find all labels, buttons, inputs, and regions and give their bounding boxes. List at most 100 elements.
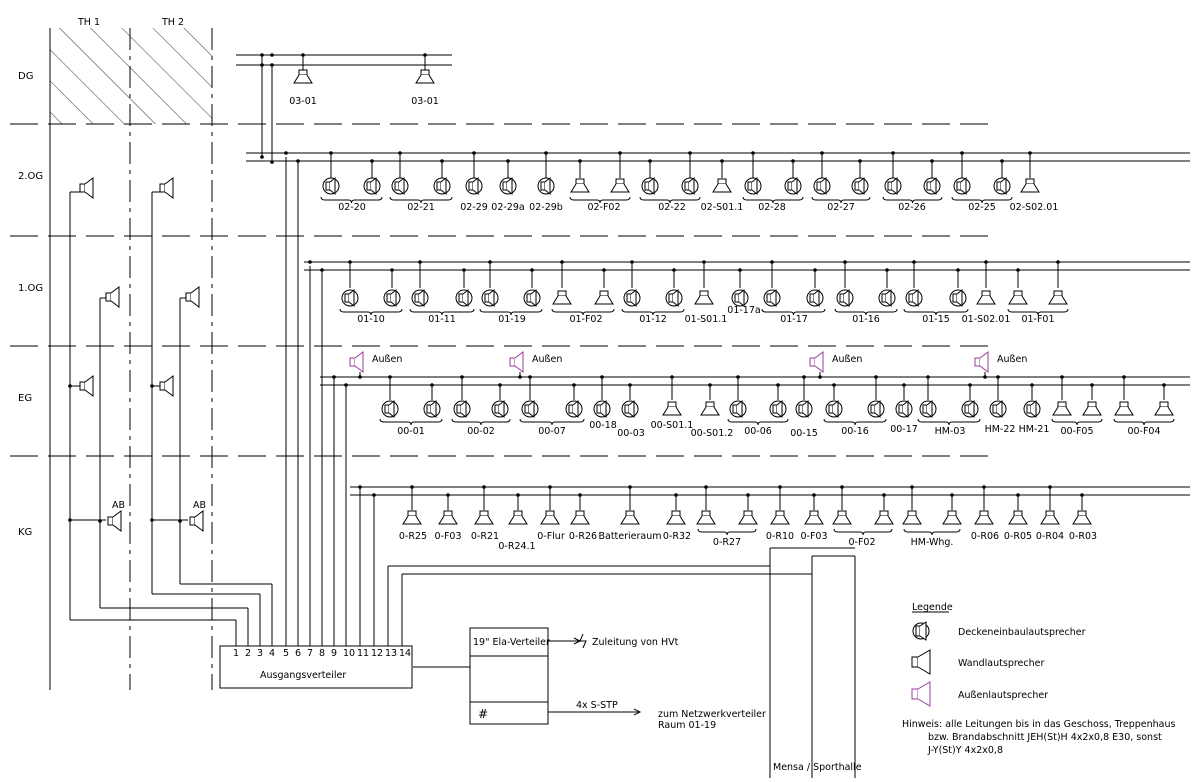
terminal-number: 14 (399, 648, 411, 659)
wall-speaker-icon (738, 510, 758, 525)
wall-speaker-icon (1082, 401, 1102, 416)
room-label: 01-10 (357, 314, 385, 325)
floor-label-og1: 1.OG (18, 283, 43, 294)
wall-speaker-icon (1008, 510, 1028, 525)
ceiling-speaker-icon (905, 288, 923, 308)
terminal-number: 3 (257, 648, 263, 659)
note-line2: bzw. Brandabschnitt JEH(St)H 4x2x0,8 E30… (928, 732, 1162, 743)
ceiling-speaker-icon (593, 399, 611, 419)
wall-speaker-icon (874, 510, 894, 525)
wall-speaker-icon (976, 290, 996, 305)
ceiling-speaker-icon (784, 176, 802, 196)
ceiling-speaker-icon (884, 176, 902, 196)
outdoor-label: Außen (532, 354, 562, 365)
outdoor-label: Außen (832, 354, 862, 365)
room-label: 00-16 (841, 426, 869, 437)
floor-label-og2: 2.OG (18, 171, 43, 182)
ceiling-speaker-icon (411, 288, 429, 308)
wall-speaker-icon (185, 286, 200, 308)
wall-speaker-icon (696, 510, 716, 525)
room-label: 01-17a (727, 305, 760, 316)
wall-speaker-icon (662, 401, 682, 416)
room-label: 0-R27 (713, 537, 741, 548)
wall-speaker-icon (79, 177, 94, 199)
terminal-number: 9 (331, 648, 337, 659)
ceiling-speaker-icon (641, 176, 659, 196)
room-label: 01-19 (498, 314, 526, 325)
room-label: HM-22 (985, 424, 1016, 435)
ceiling-speaker-icon (383, 288, 401, 308)
stairwell-label-th1: TH 1 (77, 17, 100, 28)
room-label: 02-21 (407, 202, 435, 213)
ceiling-speaker-icon (867, 399, 885, 419)
wall-speaker-icon (700, 401, 720, 416)
ceiling-speaker-icon (537, 176, 555, 196)
ela-distributor-label: 19" Ela-Verteiler (473, 637, 550, 648)
wall-speaker-icon (1072, 510, 1092, 525)
wall-speaker-icon (1114, 401, 1134, 416)
wall-speaker-icon (770, 510, 790, 525)
room-label: 00-15 (790, 428, 818, 439)
ceiling-speaker-icon (825, 399, 843, 419)
wall-speaker-icon (620, 510, 640, 525)
wall-speaker-icon (1040, 510, 1060, 525)
note-line1: Hinweis: alle Leitungen bis in das Gesch… (902, 719, 1176, 730)
room-label: 02-26 (898, 202, 926, 213)
room-label: 03-01 (411, 96, 439, 107)
room-label: 0-R24.1 (498, 541, 535, 552)
wall-speaker-icon (159, 177, 174, 199)
ceiling-speaker-icon (949, 288, 967, 308)
wall-speaker-icon (107, 510, 122, 532)
room-label: 0-F02 (848, 537, 875, 548)
ceiling-speaker-icon (851, 176, 869, 196)
wall-speaker-icon (570, 510, 590, 525)
wall-speaker-icon (552, 290, 572, 305)
ela-distributor-box (469, 627, 549, 725)
terminal-number: 5 (283, 648, 289, 659)
ceiling-speaker-icon (665, 288, 683, 308)
ceiling-speaker-icon (806, 288, 824, 308)
room-label: 02-S01.1 (701, 202, 744, 213)
stairwell-wiring (68, 191, 273, 646)
wall-speaker-icon (79, 375, 94, 397)
terminal-number: 8 (319, 648, 325, 659)
ceiling-speaker-icon (923, 176, 941, 196)
floor-separators (10, 123, 990, 457)
terminal-number: 10 (343, 648, 355, 659)
ceiling-speaker-icon (391, 176, 409, 196)
wall-speaker-icon (902, 510, 922, 525)
network-target-line1: zum Netzwerkverteiler (658, 709, 766, 720)
legend-ceiling-speaker-icon (912, 621, 930, 641)
room-label: 01-F01 (1021, 314, 1054, 325)
room-label: 01-11 (428, 314, 456, 325)
ceiling-speaker-icon (989, 399, 1007, 419)
room-label: 02-25 (968, 202, 996, 213)
floor-label-kg: KG (18, 527, 32, 538)
ceiling-speaker-icon (381, 399, 399, 419)
wall-speaker-icon (508, 510, 528, 525)
ab-label: AB (193, 500, 206, 511)
room-label: 02-F02 (587, 202, 620, 213)
wall-speaker-icon (474, 510, 494, 525)
room-label: 02-S02.01 (1010, 202, 1059, 213)
ceiling-speaker-icon (1023, 399, 1041, 419)
outdoor-label: Außen (372, 354, 402, 365)
ceiling-speaker-icon (523, 288, 541, 308)
wall-speaker-icon (694, 290, 714, 305)
ceiling-speaker-icon (961, 399, 979, 419)
ceiling-speaker-icon (919, 399, 937, 419)
terminal-number: 13 (385, 648, 397, 659)
ceiling-speaker-icon (453, 399, 471, 419)
room-label: 00-06 (744, 426, 772, 437)
legend-title: Legende (912, 602, 953, 613)
legend-item-wall: Wandlautsprecher (958, 658, 1044, 669)
ceiling-speaker-icon (481, 288, 499, 308)
network-target-line2: Raum 01-19 (658, 720, 716, 731)
room-label: 0-R06 (971, 531, 999, 542)
terminal-number: 12 (371, 648, 383, 659)
ceiling-speaker-icon (363, 176, 381, 196)
room-label: 02-29a (491, 202, 524, 213)
outdoor-speaker-icon (509, 351, 524, 373)
wall-speaker-icon (942, 510, 962, 525)
